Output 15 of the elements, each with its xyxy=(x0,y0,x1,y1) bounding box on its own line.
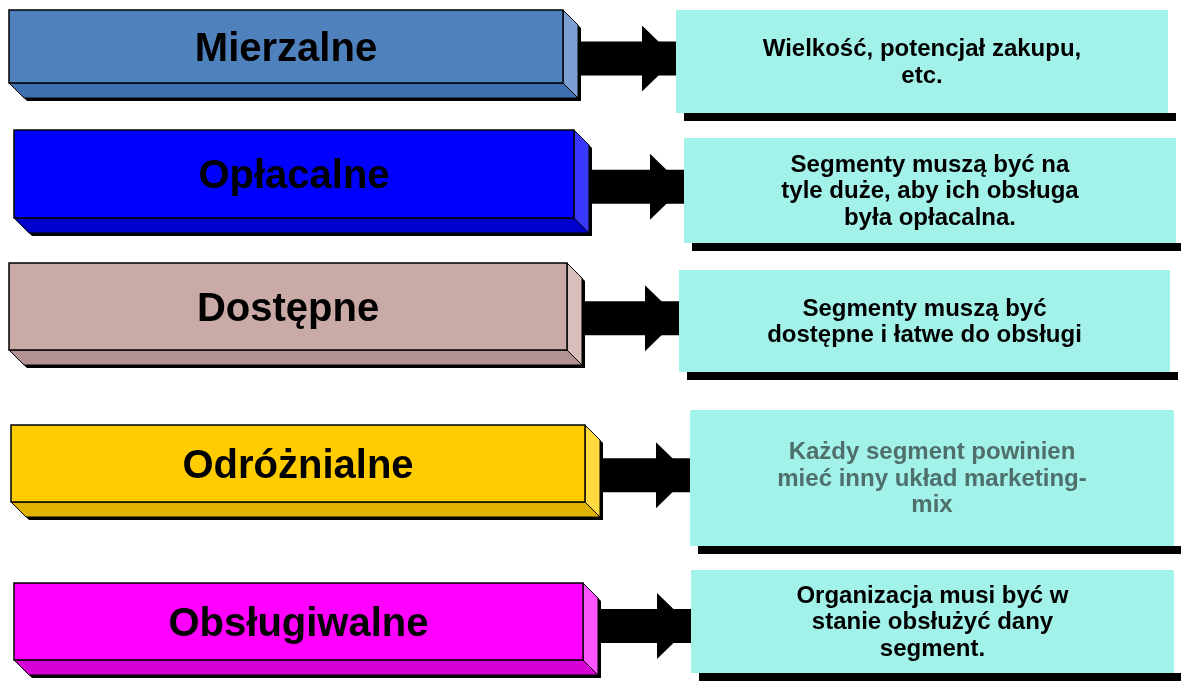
bar-label: Odróżnialne xyxy=(182,441,414,486)
bar-label: Obsługiwalne xyxy=(168,599,429,644)
description-text: Każdy segment powinien mieć inny układ marketing-mix xyxy=(776,438,1088,518)
bar-label: Opłacalne xyxy=(198,152,390,196)
description-text: Segmenty muszą być dostępne i łatwe do obsługi xyxy=(766,294,1083,348)
description-text: Wielkość, potencjał zakupu, etc. xyxy=(761,35,1083,88)
block-arrow xyxy=(601,593,691,659)
block-arrow xyxy=(585,285,679,352)
block-arrow xyxy=(592,153,684,220)
bar-label: Mierzalne xyxy=(194,24,378,69)
block-arrow xyxy=(581,25,676,92)
block-arrow xyxy=(603,442,690,509)
description-text: Segmenty muszą być na tyle duże, aby ich obsługa była opłacalna. xyxy=(780,150,1080,231)
bar-label: Dostępne xyxy=(196,284,380,329)
description-text: Organizacja musi być w stanie obsłużyć dany segment. xyxy=(795,581,1070,662)
